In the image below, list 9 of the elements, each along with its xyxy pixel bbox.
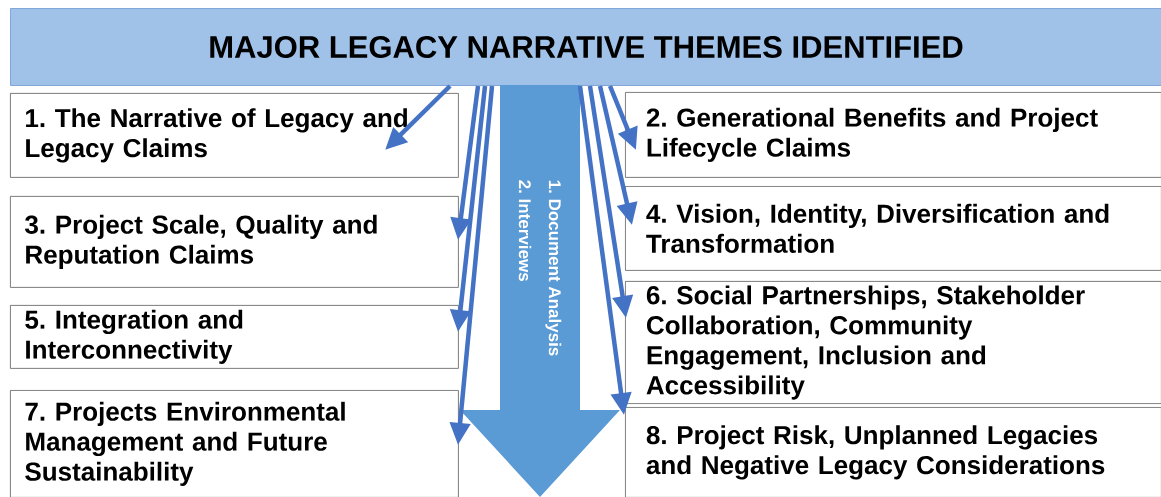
- theme-box: 4. Vision, Identity, Diversification and Transformation: [625, 186, 1161, 271]
- theme-box: 2. Generational Benefits and Project Lifecycle Claims: [625, 92, 1161, 178]
- theme-box: 6. Social Partnerships, Stakeholder Collaboration, Community Engagement, Inclusion and Accessibility: [625, 281, 1161, 405]
- theme-box: 7. Projects Environmental Management and Future Sustainability: [10, 390, 459, 497]
- theme-box: 8. Project Risk, Unplanned Legacies and Negative Legacy Considerations: [625, 407, 1161, 497]
- theme-box: 1. The Narrative of Legacy and Legacy Claims: [10, 93, 459, 178]
- theme-box: 5. Integration and Interconnectivity: [10, 305, 459, 369]
- theme-box: 3. Project Scale, Quality and Reputation Claims: [10, 196, 459, 288]
- title-banner: MAJOR LEGACY NARRATIVE THEMES IDENTIFIED: [10, 8, 1161, 86]
